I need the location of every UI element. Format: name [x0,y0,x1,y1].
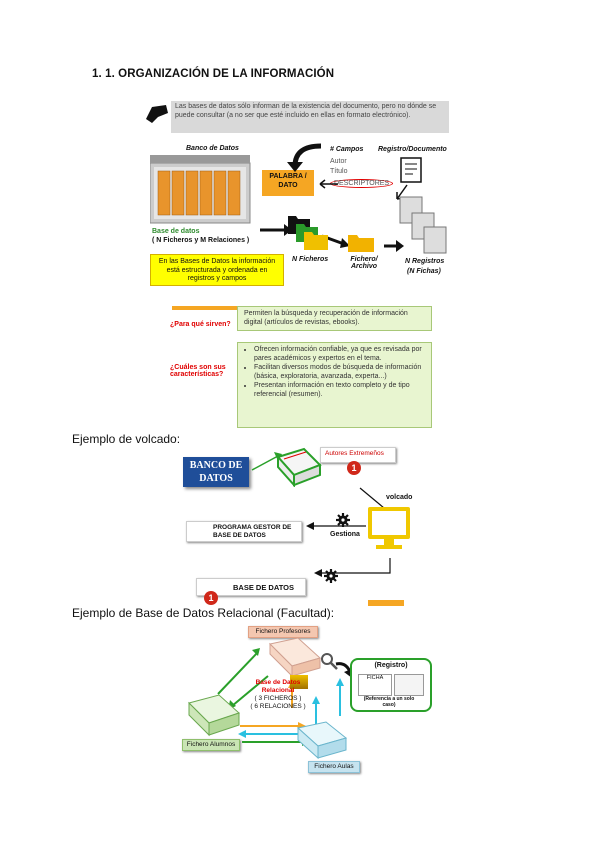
campo-titulo: Título [330,168,348,175]
magnifier-icon [321,653,338,670]
base-de-datos-label: BASE DE DATOS [196,578,306,596]
fichero-profesores-label: Fichero Profesores [248,626,318,638]
orange-strip [172,306,244,310]
para-que-question: ¿Para qué sirven? [170,321,231,328]
ficha-label: FICHA [358,674,392,696]
cylinder-icon [290,675,308,689]
flow-arrows [260,224,404,252]
campo-autor: Autor [330,158,347,165]
intro-note: Las bases de datos sólo informan de la e… [171,101,449,133]
monitor-icon [368,507,410,549]
gear-icon-2 [324,569,338,583]
registro-sub: (Referencia a un solo caso) [363,696,415,708]
n-ficheros-label: N Ficheros [292,256,329,263]
file-cabinet-illustration [150,155,251,224]
fichero-aulas-illustration [296,721,348,760]
folder-icon [348,235,374,252]
caption-volcado: Ejemplo de volcado: [72,432,181,446]
section-heading: 1. 1. ORGANIZACIÓN DE LA INFORMACIÓN [92,68,335,80]
caracteristicas-question: ¿Cuáles son sus características? [170,364,226,378]
fichero-alumnos-illustration [188,694,240,737]
fichero-aulas-label: Fichero Aulas [308,761,360,773]
n-registros-label: N Registros [405,258,445,265]
caracteristica-1: Ofrecen información confiable, ya que es… [254,346,425,363]
campos-label: # Campos [330,146,364,153]
ficha-detail [394,674,424,696]
center-label: Base de Datos Relacional ( 3 FICHEROS ) … [248,679,308,711]
center-ficheros: ( 3 FICHEROS ) [254,695,302,702]
caracteristica-2: Facilitan diversos modos de búsqueda de … [254,364,425,381]
gear-icon [336,513,350,527]
registro-card: (Registro) FICHA (Referencia a un solo c… [350,658,432,712]
palabra-dato-box: PALABRA / DATO [262,170,314,196]
banco-de-datos-box: BANCO DE DATOS [183,457,249,487]
relational-diagram-arrows [217,648,344,746]
banco-datos-label: Banco de Datos [186,145,239,152]
documents-stack-icon [399,196,447,254]
document-icon [400,157,422,183]
fichero-box-illustration [276,447,322,487]
registro-title: (Registro) [374,662,408,669]
arrow-left-icon [319,179,338,189]
info-yellow-box: En las Bases de Datos la información est… [150,254,284,286]
para-que-answer: Permiten la búsqueda y recuperación de i… [237,306,432,331]
fichero-archivo-label: Fichero/ Archivo [350,256,378,270]
fichero-alumnos-label: Fichero Alumnos [182,739,240,751]
gestiona-label: Gestiona [330,531,360,538]
pointing-hand-icon [146,105,168,123]
volcado-label: volcado [386,494,413,501]
caracteristicas-box: Ofrecen información confiable, ya que es… [237,342,432,428]
registro-label: Registro/Documento [378,146,447,153]
base-datos-label: Base de datos [152,228,200,235]
center-relaciones: ( 6 RELACIONES ) [250,703,306,710]
center-title: Base de Datos Relacional [255,679,301,694]
badge-one-b: 1 [204,591,218,605]
fichero-profesores-illustration [268,637,322,678]
caption-relacional: Ejemplo de Base de Datos Relacional (Fac… [72,606,335,620]
n-fichas-label: (N Fichas) [407,268,441,275]
programa-gestor-label: PROGRAMA GESTOR DE BASE DE DATOS [186,521,302,542]
curved-arrow-icon [287,143,322,172]
folders-icon [288,216,328,250]
caracteristica-3: Presentan información en texto completo … [254,382,425,399]
badge-one: 1 [347,461,361,475]
autores-extremenos-label: Autores Extremeños [320,447,396,463]
orange-strip-2 [368,600,404,606]
base-datos-sub: ( N Ficheros y M Relaciones ) [152,237,250,244]
